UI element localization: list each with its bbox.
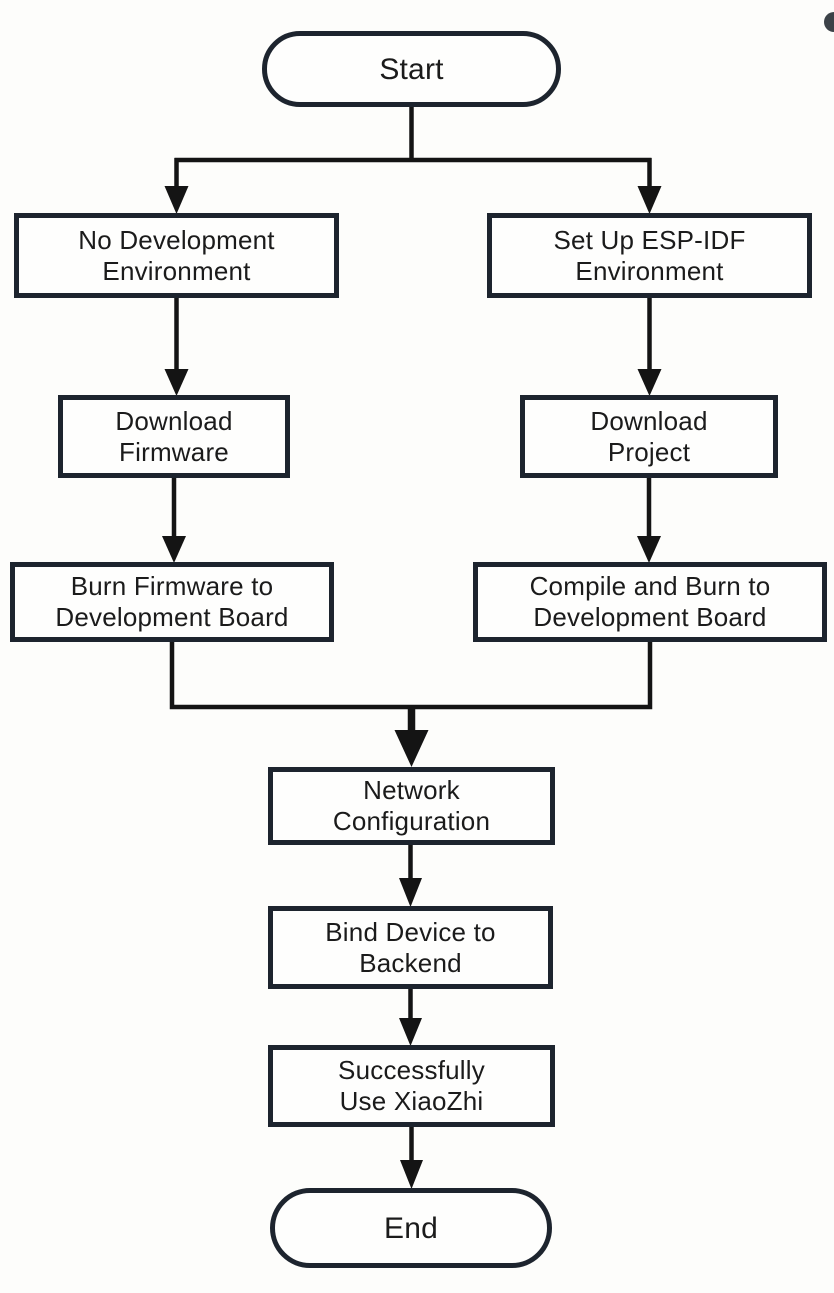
flow-node-compile-and-burn-to-board: Compile and Burn to Development Board [473, 562, 827, 642]
flow-node-end-label: End [384, 1211, 438, 1245]
node-label-line: Environment [102, 255, 251, 286]
flow-node-setup-espidf-environment: Set Up ESP-IDF Environment [487, 213, 812, 298]
flow-node-burn-firmware-to-board: Burn Firmware to Development Board [10, 562, 334, 642]
arrowhead-to-bind [399, 878, 422, 907]
arrowhead-to-netconfig [394, 730, 429, 767]
node-label-line: Burn Firmware to [70, 571, 274, 601]
node-label-line: Network [363, 775, 460, 805]
clipped-edge-artifact-dot [824, 12, 834, 32]
node-label-line: Compile and Burn to [529, 571, 771, 601]
connector-start-split [174, 105, 652, 163]
node-label-line: No Development [78, 224, 275, 255]
node-label-line: Project [607, 436, 691, 467]
node-label-line: Successfully [338, 1055, 485, 1085]
arrowhead-to-dlfw [164, 369, 189, 396]
arrowhead-to-nodev [164, 186, 189, 214]
node-label-line: Backend [359, 947, 462, 978]
node-label-line: Firmware [119, 436, 229, 467]
flow-node-network-configuration: Network Configuration [268, 767, 555, 845]
node-label-line: Set Up ESP-IDF [553, 224, 746, 255]
arrowhead-to-compile [637, 536, 661, 563]
flow-node-bind-device-to-backend: Bind Device to Backend [268, 906, 553, 989]
node-label-line: Development Board [533, 602, 767, 632]
flow-node-start-label: Start [379, 52, 444, 86]
flow-node-start: Start [262, 31, 561, 107]
arrowhead-to-dlpj [637, 369, 662, 396]
node-label-line: Download [590, 405, 708, 436]
arrowhead-to-end [400, 1160, 423, 1189]
flow-node-no-development-environment: No Development Environment [14, 213, 339, 298]
flow-node-end: End [270, 1188, 552, 1268]
flow-node-download-firmware: Download Firmware [58, 395, 290, 478]
node-label-line: Configuration [332, 806, 491, 836]
node-label-line: Bind Device to [325, 916, 496, 947]
arrowhead-to-setup [637, 186, 662, 214]
flow-node-successfully-use-xiaozhi: Successfully Use XiaoZhi [268, 1045, 555, 1127]
connector-merge-bracket [169, 640, 653, 710]
arrowhead-to-use [399, 1018, 422, 1046]
node-label-line: Download [115, 405, 233, 436]
node-label-line: Environment [575, 255, 724, 286]
flow-node-download-project: Download Project [520, 395, 778, 478]
node-label-line: Development Board [55, 602, 289, 632]
node-label-line: Use XiaoZhi [339, 1086, 484, 1116]
arrowhead-to-burn [162, 536, 186, 563]
